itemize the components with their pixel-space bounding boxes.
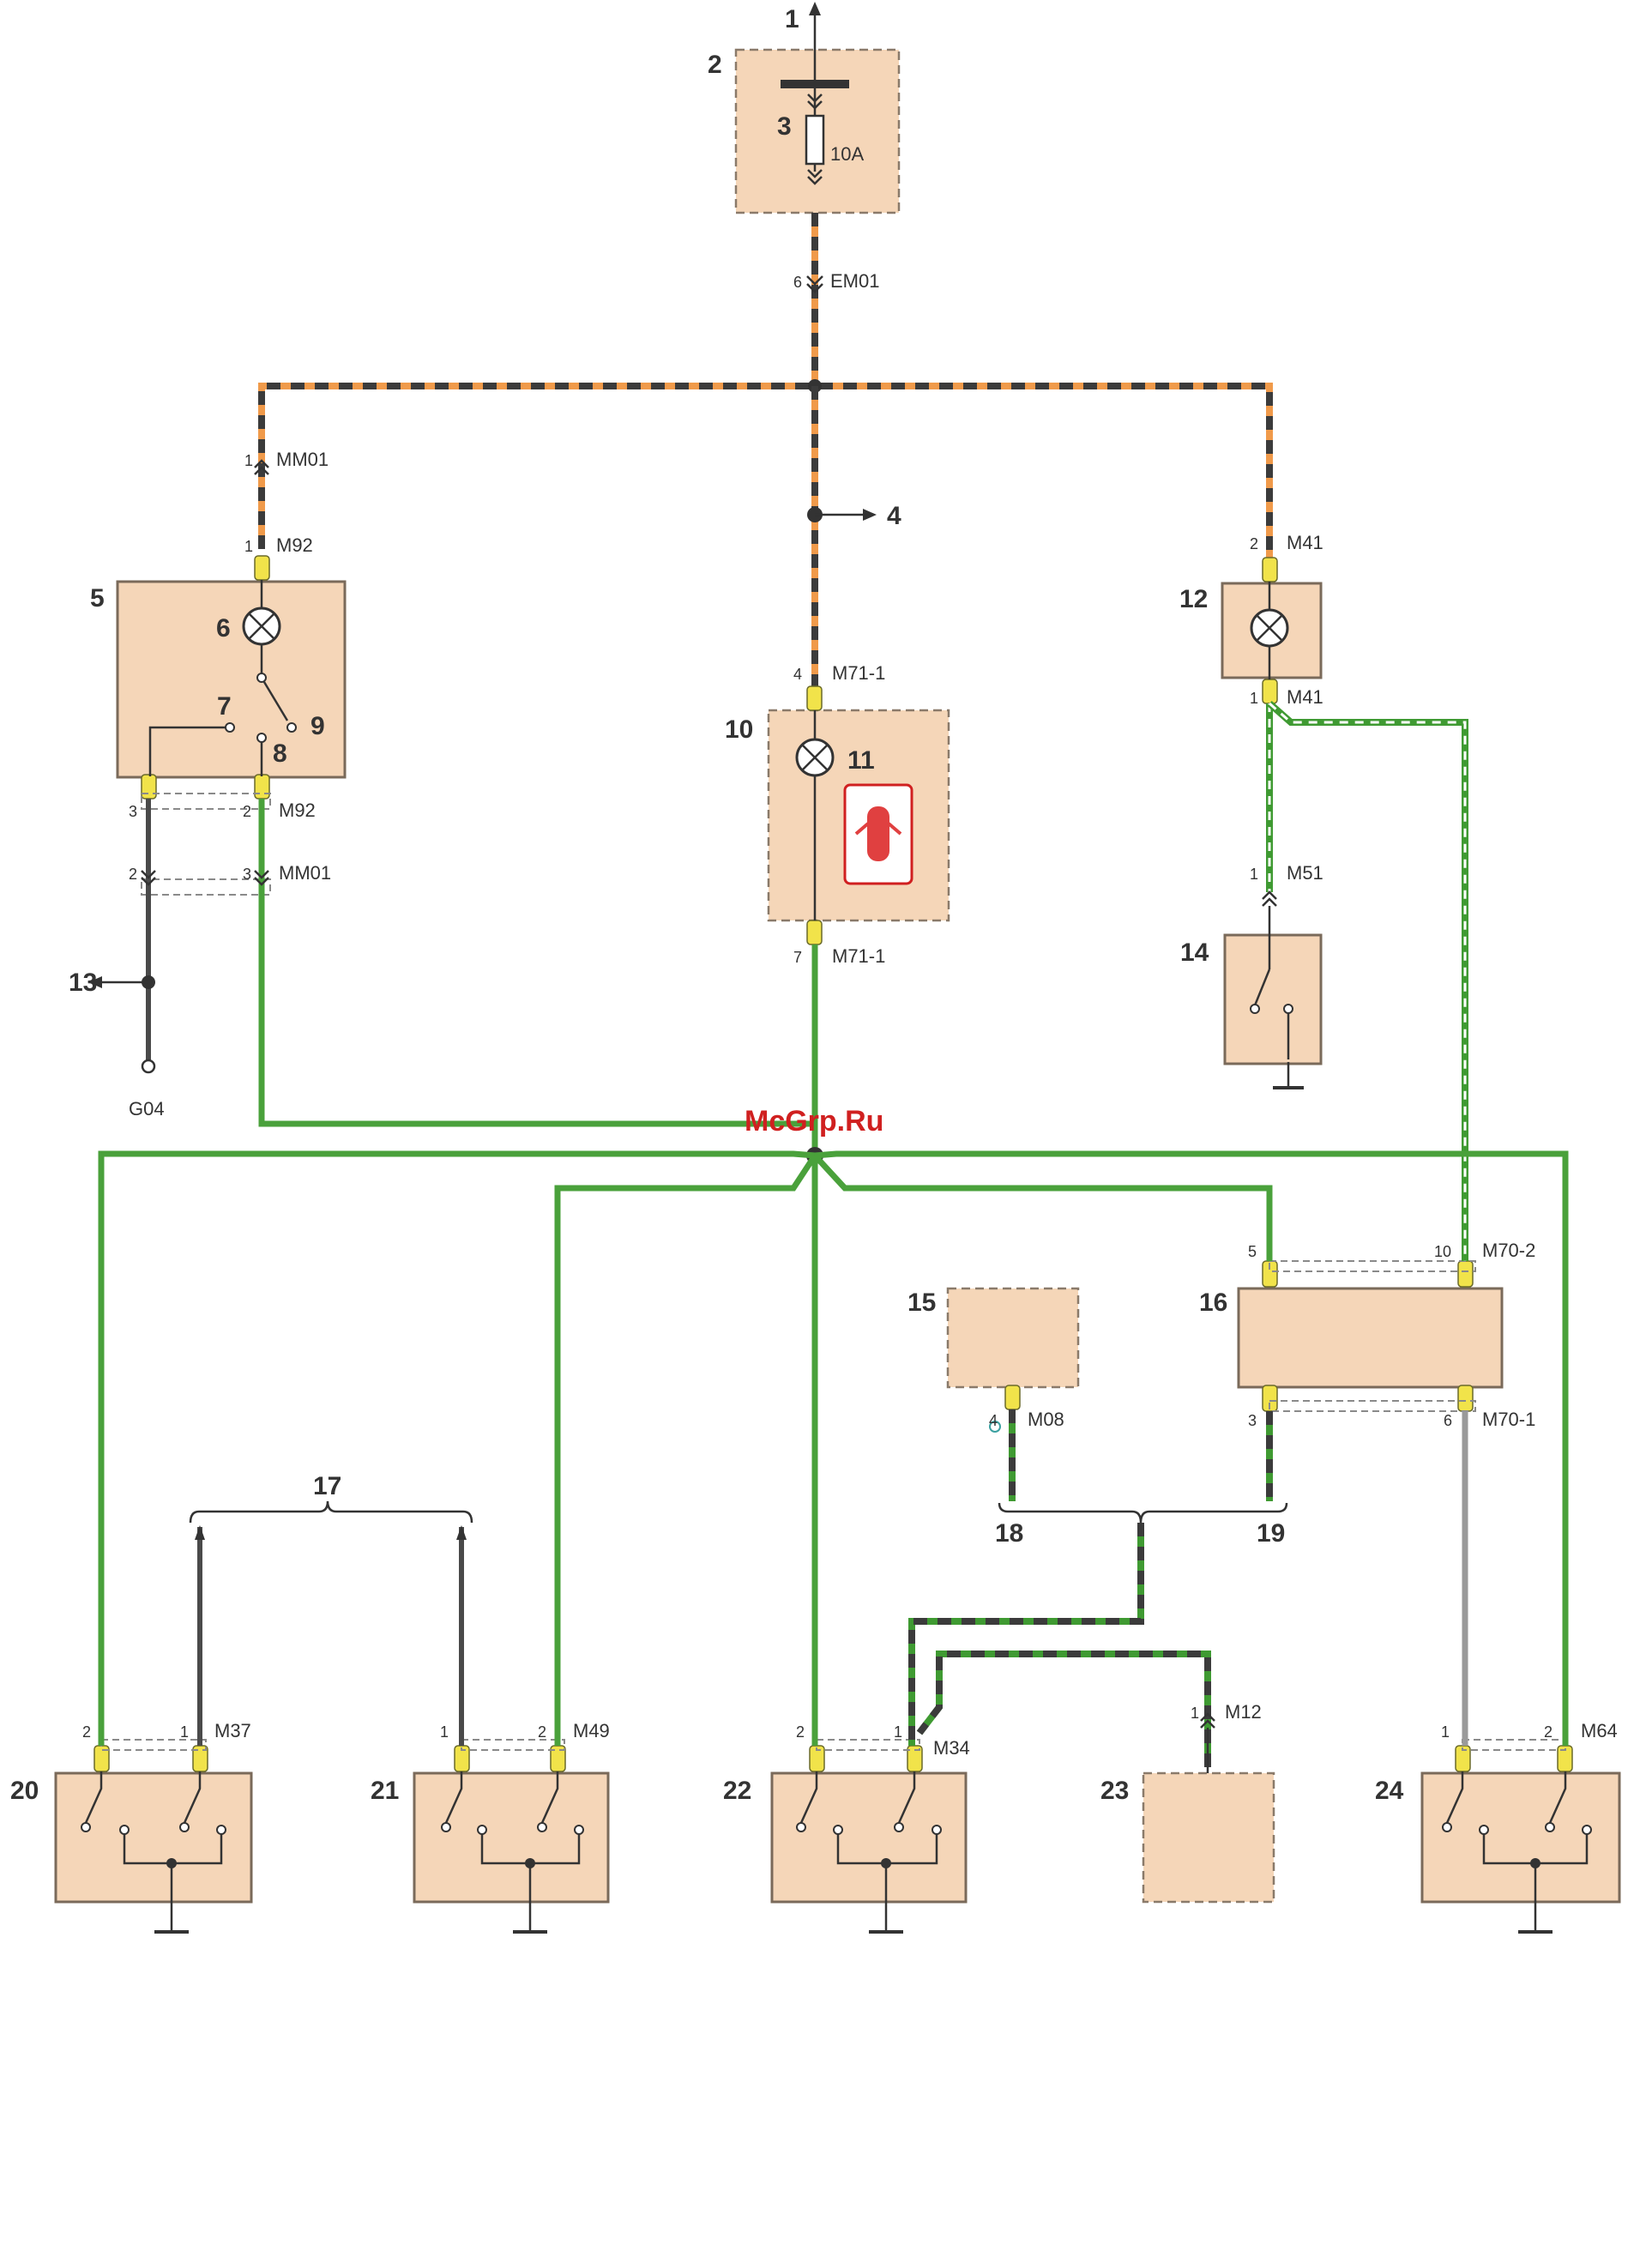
label-22: 22 <box>723 1777 751 1805</box>
pin: 1 <box>244 452 253 469</box>
pin: 2 <box>82 1723 91 1741</box>
pin: 6 <box>1444 1412 1452 1429</box>
pin: 2 <box>538 1723 546 1741</box>
component-15-module <box>948 1288 1078 1387</box>
label-6: 6 <box>216 614 231 643</box>
label-18: 18 <box>995 1519 1023 1548</box>
pin: 1 <box>440 1723 449 1741</box>
fuse-icon <box>806 116 823 164</box>
label-4: 4 <box>887 502 901 530</box>
connector-m12: M12 <box>1225 1701 1262 1723</box>
pin: 2 <box>1544 1723 1553 1741</box>
connector-mm01-bottom: MM01 <box>279 862 331 884</box>
pin: 2 <box>1250 535 1258 552</box>
label-8: 8 <box>273 739 287 768</box>
connector-m41-bottom: M41 <box>1287 686 1323 708</box>
label-7: 7 <box>217 692 232 721</box>
label-2: 2 <box>708 51 722 79</box>
label-16: 16 <box>1199 1288 1227 1317</box>
component-16-control-unit <box>1239 1288 1502 1387</box>
connector-m37: M37 <box>214 1720 251 1741</box>
label-14: 14 <box>1180 938 1209 967</box>
pin: 1 <box>180 1723 189 1741</box>
pin: 7 <box>793 949 802 966</box>
pin: 3 <box>243 866 251 883</box>
connector-m71-top: M71-1 <box>832 662 885 684</box>
pin: 2 <box>796 1723 805 1741</box>
connector-g04: G04 <box>129 1098 165 1119</box>
arrow-right-icon <box>863 509 877 521</box>
watermark: McGrp.Ru <box>745 1105 883 1138</box>
label-15: 15 <box>907 1288 936 1317</box>
pin: 1 <box>1191 1705 1199 1722</box>
pin: 5 <box>1248 1243 1257 1260</box>
pin: 1 <box>244 538 253 555</box>
label-13: 13 <box>69 969 97 997</box>
pin: 4 <box>793 666 802 683</box>
label-11: 11 <box>847 746 875 775</box>
label-12: 12 <box>1179 585 1208 613</box>
pin: 1 <box>894 1723 902 1741</box>
connector-m70-1: M70-1 <box>1482 1409 1535 1430</box>
label-17: 17 <box>313 1472 341 1500</box>
label-19: 19 <box>1257 1519 1285 1548</box>
pin: 10 <box>1434 1243 1451 1260</box>
connector-m34: M34 <box>933 1737 970 1759</box>
label-23: 23 <box>1100 1777 1129 1805</box>
arrow-up-icon <box>809 2 821 15</box>
label-10: 10 <box>725 715 753 744</box>
pin: 4 <box>989 1412 998 1429</box>
pin: 3 <box>1248 1412 1257 1429</box>
busbar <box>781 80 849 88</box>
connector-m51: M51 <box>1287 862 1323 884</box>
connector-m71-bottom: M71-1 <box>832 945 885 967</box>
connector-m92-top: M92 <box>276 534 313 556</box>
pin: 2 <box>243 803 251 820</box>
label-5: 5 <box>90 584 105 613</box>
pin: 1 <box>1250 866 1258 883</box>
label-24: 24 <box>1375 1777 1404 1805</box>
label-1: 1 <box>785 5 799 33</box>
component-14-switch <box>1225 935 1321 1064</box>
pin: 6 <box>793 274 802 291</box>
pin: 1 <box>1250 690 1258 707</box>
ground-terminal-icon <box>142 1060 154 1072</box>
label-20: 20 <box>10 1777 39 1805</box>
connector-m41-top: M41 <box>1287 532 1323 553</box>
pin: 3 <box>129 803 137 820</box>
connector-m70-2: M70-2 <box>1482 1240 1535 1261</box>
connector-m92-bottom: M92 <box>279 800 316 821</box>
connector-mm01-top: MM01 <box>276 449 329 470</box>
fuse-rating: 10A <box>830 143 864 165</box>
label-9: 9 <box>311 712 325 740</box>
pin: 2 <box>129 866 137 883</box>
component-5-switch-unit <box>118 582 345 777</box>
component-24-switch <box>1422 1773 1619 1902</box>
pin: 1 <box>1441 1723 1450 1741</box>
connector-m08: M08 <box>1028 1409 1064 1430</box>
connector-em01: EM01 <box>830 270 879 292</box>
label-21: 21 <box>371 1777 399 1805</box>
connector-m49: M49 <box>573 1720 610 1741</box>
connector-m64: M64 <box>1581 1720 1618 1741</box>
label-3: 3 <box>777 112 792 141</box>
component-23-module <box>1143 1773 1274 1902</box>
